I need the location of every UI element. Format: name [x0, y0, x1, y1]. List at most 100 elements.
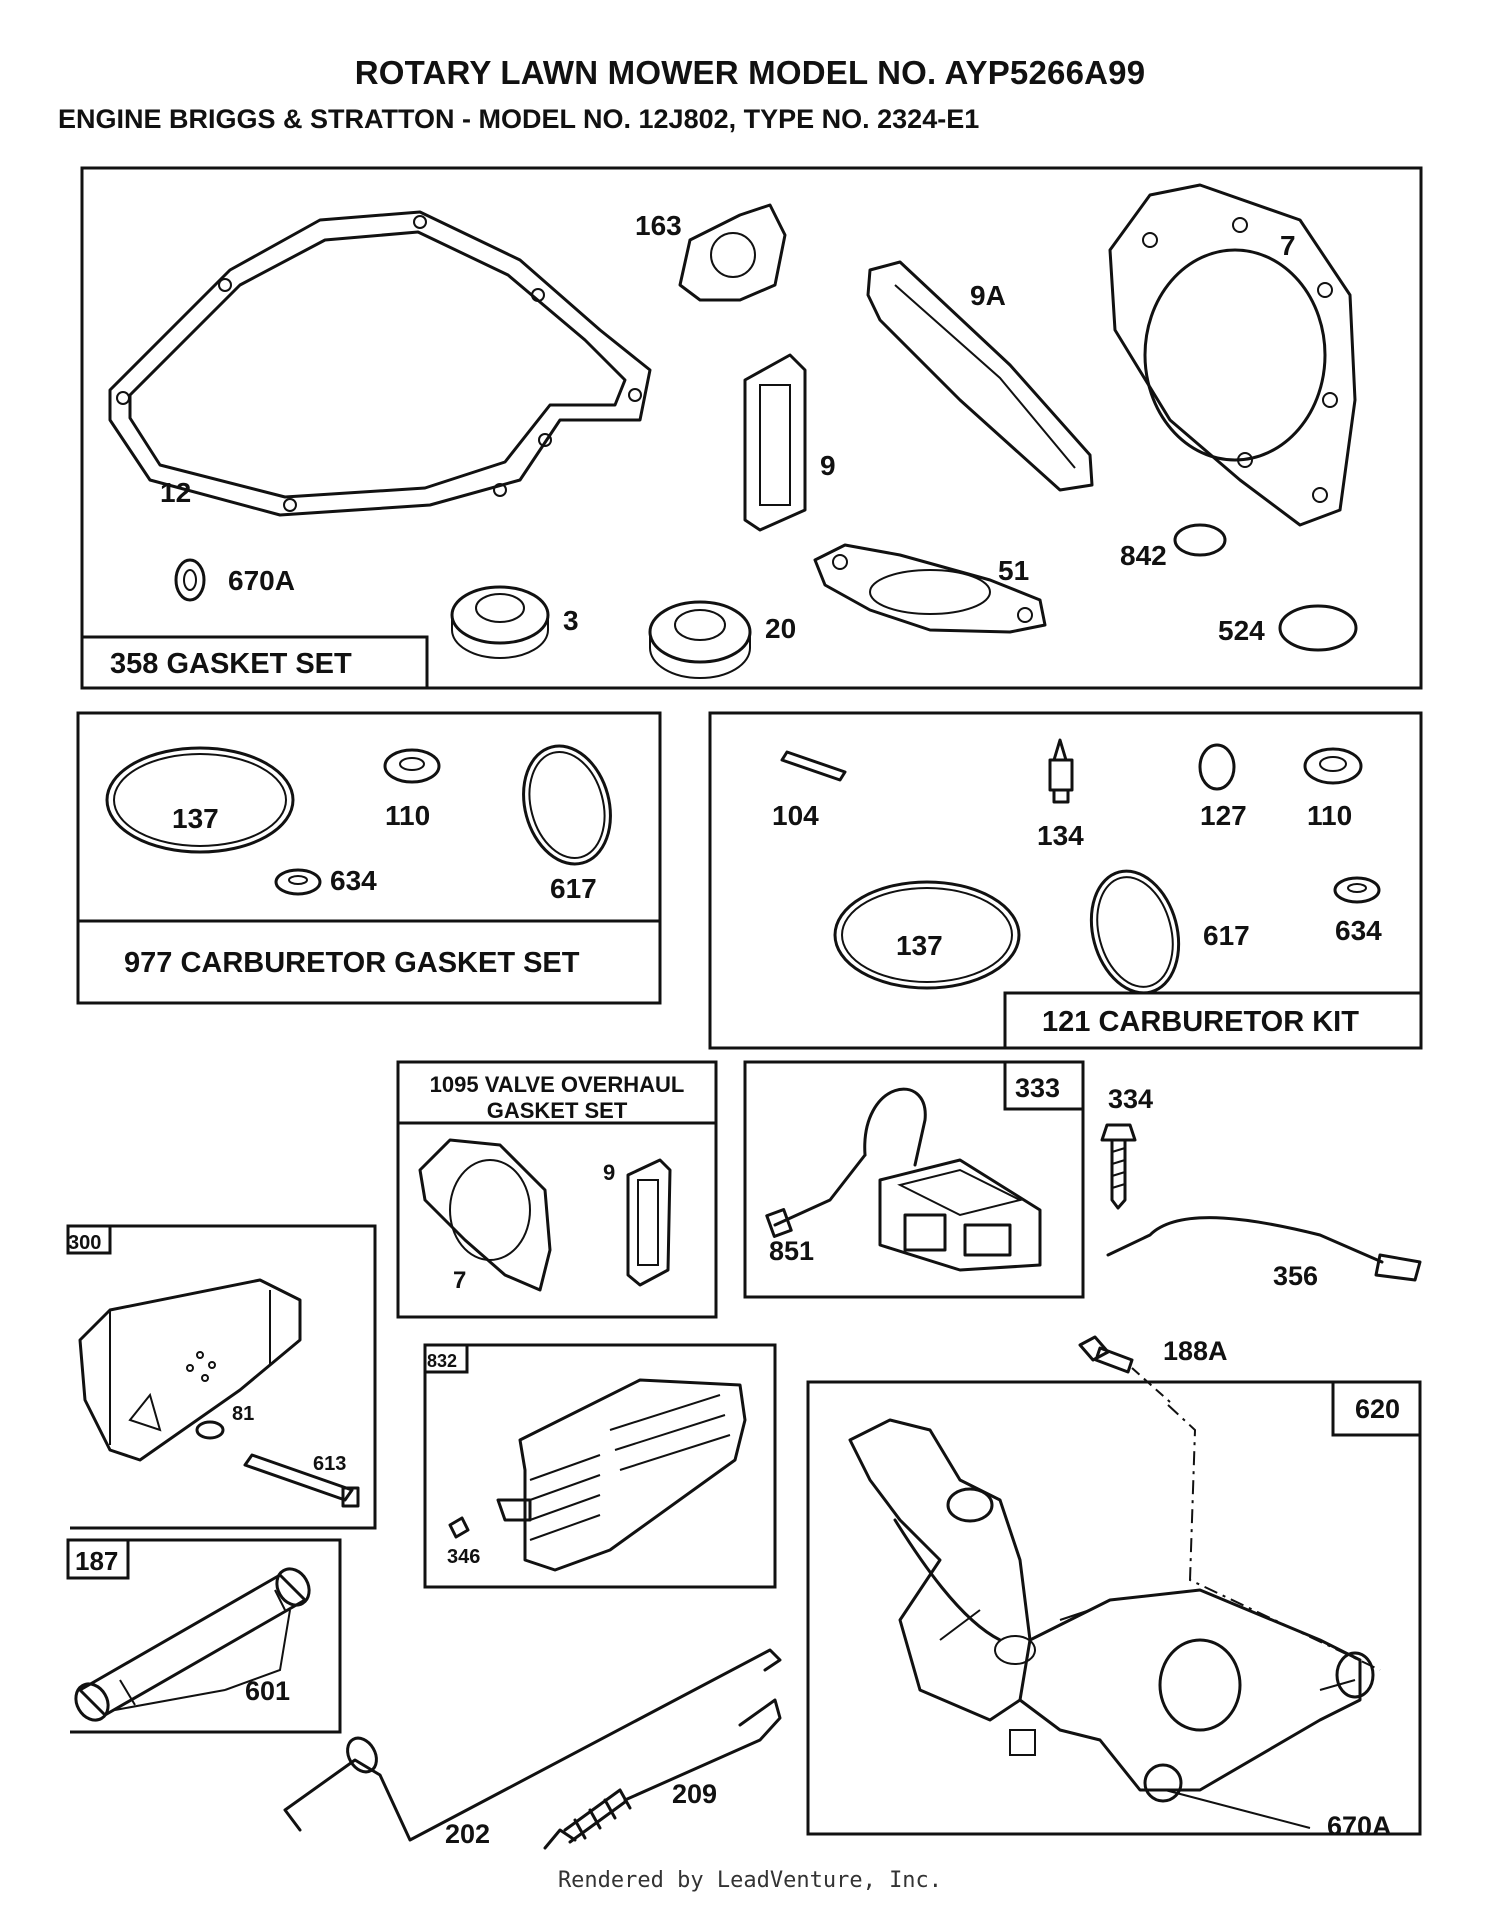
- label-634-b: 634: [1335, 915, 1382, 946]
- gasket-9: [743, 353, 807, 532]
- label-634-a: 634: [330, 865, 377, 896]
- needle-134: [1048, 738, 1074, 804]
- o-ring-617-a: [522, 744, 612, 866]
- carb-kit-label-box: [1003, 991, 1423, 1050]
- screw-334: [1100, 1123, 1137, 1210]
- seal-634-a: [274, 868, 322, 896]
- tube-tag: 187: [75, 1546, 118, 1576]
- muffler-panel: [70, 1224, 377, 1530]
- label-9A: 9A: [970, 280, 1006, 311]
- label-163: 163: [635, 210, 682, 241]
- muffler-guard-832: [448, 1378, 747, 1572]
- page-subtitle: ENGINE BRIGGS & STRATTON - MODEL NO. 12J…: [58, 104, 980, 134]
- control-bracket-tag: 620: [1355, 1394, 1400, 1424]
- head-gasket-7: [1108, 183, 1357, 527]
- leader-601: [114, 1609, 291, 1711]
- label-137-b: 137: [896, 930, 943, 961]
- label-851: 851: [769, 1236, 814, 1266]
- muffler-guard-panel: [423, 1343, 777, 1589]
- seal-670A-top: [174, 558, 206, 602]
- gasket-set-panel: [80, 166, 1423, 690]
- muffler-guard-tag: 832: [427, 1351, 457, 1371]
- o-ring-617-b: [1089, 869, 1181, 995]
- label-613: 613: [313, 1453, 346, 1475]
- label-81: 81: [232, 1403, 254, 1425]
- seal-20: [648, 600, 752, 679]
- label-9: 9: [820, 450, 836, 481]
- label-20: 20: [765, 613, 796, 644]
- valve-overhaul-label-line2: GASKET SET: [487, 1098, 628, 1123]
- label-356: 356: [1273, 1261, 1318, 1291]
- seal-634-b: [1333, 876, 1381, 904]
- tube-tag-box: [66, 1538, 130, 1580]
- bracket-centerline: [1167, 1404, 1381, 1671]
- o-ring-524: [1278, 604, 1358, 652]
- label-110-a: 110: [385, 800, 430, 831]
- label-617-b: 617: [1203, 920, 1250, 951]
- leader-188A: [1131, 1367, 1171, 1403]
- valve-overhaul-panel: [396, 1060, 718, 1319]
- washer-110-b: [1303, 747, 1363, 785]
- gasket-9-small: [626, 1158, 672, 1287]
- carb-kit-label: 121 CARBURETOR KIT: [1042, 1006, 1359, 1038]
- gasket-163: [678, 203, 787, 302]
- label-670A-top: 670A: [228, 565, 295, 596]
- label-12: 12: [160, 477, 191, 508]
- gasket-9A: [866, 260, 1094, 492]
- label-v9: 9: [603, 1160, 615, 1185]
- label-346: 346: [447, 1546, 480, 1568]
- armature-tag: 333: [1015, 1073, 1060, 1103]
- label-104: 104: [772, 800, 819, 831]
- label-524: 524: [1218, 615, 1265, 646]
- muffler-tag-box: [66, 1224, 112, 1255]
- crankcase-gasket-12: [108, 210, 652, 517]
- gasket-set-label-box: [80, 635, 429, 690]
- label-842: 842: [1120, 540, 1167, 571]
- leader-670A-bottom: [1164, 1679, 1356, 1829]
- valve-overhaul-label-line1: 1095 VALVE OVERHAUL: [430, 1072, 685, 1097]
- label-601: 601: [245, 1676, 290, 1706]
- label-51: 51: [998, 555, 1029, 586]
- o-ring-137-b: [833, 880, 1021, 990]
- muffler-guard-tag-box: [423, 1343, 469, 1374]
- carb-gasket-set-panel: [76, 711, 662, 1005]
- armature-tag-box: [1003, 1060, 1085, 1111]
- label-670A-bottom: 670A: [1327, 1811, 1392, 1841]
- label-110-b: 110: [1307, 800, 1352, 831]
- tube-187: [74, 1567, 311, 1722]
- seal-3: [450, 585, 550, 659]
- armature-panel: [743, 1060, 1085, 1299]
- label-202: 202: [445, 1819, 490, 1849]
- link-rod-202: [283, 1648, 782, 1842]
- o-ring-842: [1173, 523, 1227, 557]
- control-bracket-panel: [806, 1380, 1422, 1836]
- label-137-a: 137: [172, 803, 219, 834]
- bolt-188A: [1078, 1335, 1134, 1374]
- label-v7: 7: [453, 1267, 466, 1294]
- control-bracket-620: [848, 1418, 1375, 1803]
- spring-209: [543, 1698, 782, 1850]
- ground-wire-356: [1106, 1216, 1422, 1282]
- label-127: 127: [1200, 800, 1247, 831]
- pin-104: [780, 750, 847, 782]
- armature-333: [765, 1087, 1042, 1272]
- o-ring-137-a: [105, 746, 295, 854]
- label-617-a: 617: [550, 873, 597, 904]
- label-209: 209: [672, 1779, 717, 1809]
- label-134: 134: [1037, 820, 1084, 851]
- label-7: 7: [1280, 230, 1296, 261]
- footer-credit: Rendered by LeadVenture, Inc.: [557, 1868, 943, 1893]
- control-bracket-tag-box: [1331, 1380, 1422, 1437]
- label-188A: 188A: [1163, 1336, 1228, 1366]
- gasket-set-label: 358 GASKET SET: [110, 648, 352, 680]
- washer-110-a: [383, 748, 441, 784]
- tube-panel: [70, 1538, 342, 1734]
- gasket-51: [813, 543, 1047, 634]
- label-334: 334: [1108, 1084, 1153, 1114]
- label-3: 3: [563, 605, 579, 636]
- page-title: ROTARY LAWN MOWER MODEL NO. AYP5266A99: [354, 54, 1146, 91]
- carb-gasket-set-label: 977 CARBURETOR GASKET SET: [124, 947, 580, 979]
- muffler-tag: 300: [68, 1232, 101, 1254]
- plug-127: [1198, 743, 1236, 791]
